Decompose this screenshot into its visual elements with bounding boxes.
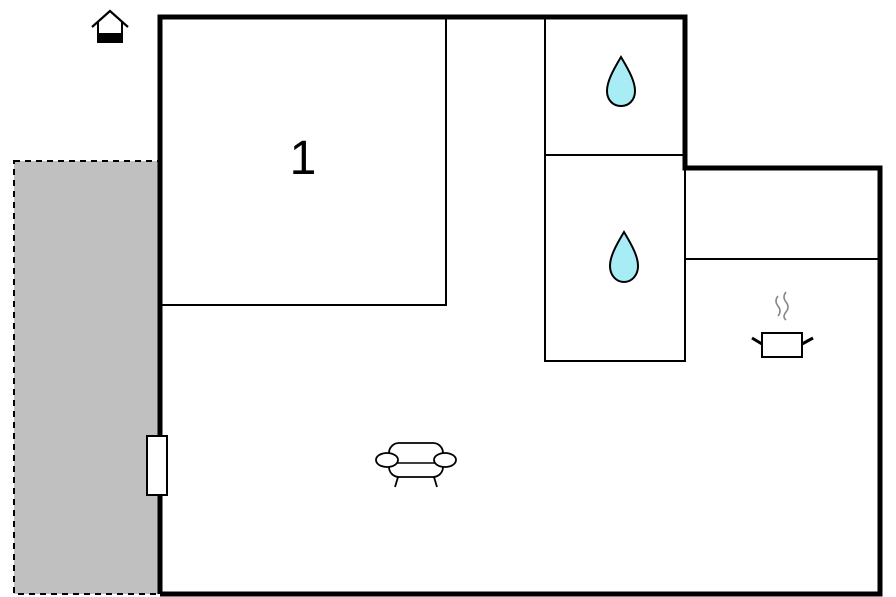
door-marker xyxy=(146,435,168,496)
bedroom-wall xyxy=(160,17,447,306)
cooking-pot-icon xyxy=(751,291,814,358)
terrace-area xyxy=(13,160,161,595)
sofa-icon xyxy=(375,442,457,488)
water-drop-icon xyxy=(605,55,637,108)
room-label-1: 1 xyxy=(290,132,317,185)
water-drop-icon xyxy=(608,230,640,284)
house-entrance-icon xyxy=(91,9,129,43)
bathroom-block xyxy=(544,16,686,362)
